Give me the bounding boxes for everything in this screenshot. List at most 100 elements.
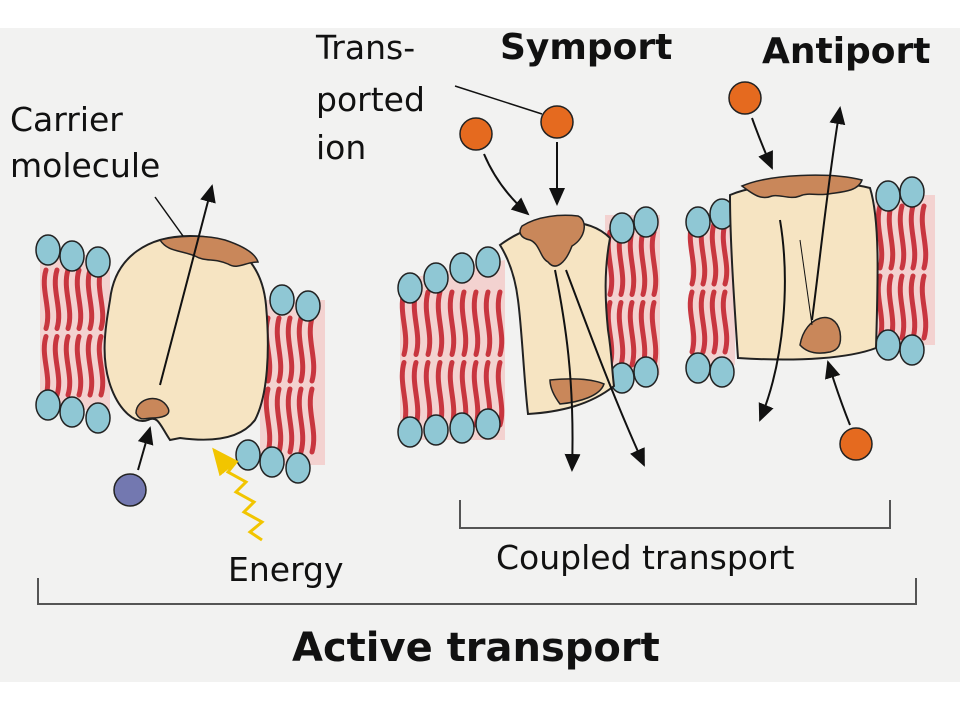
symport-in-arrow-a bbox=[483, 153, 530, 216]
ion-blue bbox=[113, 473, 147, 507]
label-active-transport: Active transport bbox=[292, 625, 660, 671]
lipid-head bbox=[709, 356, 735, 388]
lipid-head bbox=[875, 180, 901, 212]
lipid-tail bbox=[96, 334, 106, 398]
lipid-tail bbox=[296, 386, 306, 455]
label-molecule: molecule bbox=[10, 146, 161, 185]
lipid-tails-left bbox=[41, 267, 317, 455]
antiport-binding-top bbox=[740, 174, 863, 199]
lipid-tail bbox=[649, 229, 659, 297]
membrane-symport bbox=[397, 206, 660, 448]
lipid-tail bbox=[52, 334, 62, 398]
lipid-head bbox=[35, 234, 61, 266]
lipid-tail bbox=[285, 386, 295, 455]
antiport-protein bbox=[728, 106, 879, 422]
lipid-tail bbox=[471, 289, 481, 357]
lipid-head bbox=[397, 272, 423, 304]
lipid-tail bbox=[85, 267, 95, 331]
carrier-label-leader bbox=[154, 196, 184, 237]
antiport-binding-bottom bbox=[799, 316, 842, 354]
ion-symport-a bbox=[459, 117, 493, 151]
label-trans: Trans- bbox=[316, 28, 416, 67]
lipid-tail bbox=[687, 289, 697, 355]
antiport-divider bbox=[799, 239, 813, 326]
lipid-head bbox=[235, 439, 261, 471]
lipid-head bbox=[449, 412, 475, 444]
lipid-tail bbox=[897, 273, 907, 341]
lipid-tail bbox=[423, 289, 433, 357]
membrane-left bbox=[35, 234, 325, 484]
lipid-tail bbox=[307, 315, 317, 384]
label-symport: Symport bbox=[500, 27, 673, 68]
lipid-head bbox=[899, 334, 925, 366]
carrier-protein bbox=[103, 184, 269, 442]
label-energy: Energy bbox=[228, 550, 344, 589]
lipid-head bbox=[475, 408, 501, 440]
lipid-head bbox=[899, 176, 925, 208]
lipid-head bbox=[475, 246, 501, 278]
ion-symport-b bbox=[540, 105, 574, 139]
lipid-tail bbox=[74, 334, 84, 398]
lipid-head bbox=[423, 262, 449, 294]
lipid-tail bbox=[616, 300, 626, 368]
carrier-binding-top bbox=[158, 235, 260, 267]
carrier-body bbox=[103, 234, 269, 442]
energy-arrow bbox=[212, 447, 265, 542]
lipid-head bbox=[875, 329, 901, 361]
label-ported: ported bbox=[316, 80, 425, 119]
lipid-head bbox=[85, 246, 111, 278]
lipid-tail bbox=[63, 267, 73, 331]
lipid-head bbox=[59, 240, 85, 272]
lipid-tail bbox=[919, 273, 929, 341]
lipid-tail bbox=[74, 267, 84, 331]
antiport-up-arrow bbox=[825, 360, 851, 426]
coupled-transport-bracket bbox=[459, 500, 891, 529]
lipid-tail bbox=[274, 315, 284, 384]
label-carrier: Carrier bbox=[10, 100, 123, 139]
lipid-heads-antiport bbox=[685, 176, 925, 388]
lipid-head bbox=[449, 252, 475, 284]
lipid-head bbox=[35, 389, 61, 421]
symport-protein bbox=[498, 214, 645, 472]
lipid-tail bbox=[897, 203, 907, 271]
lipid-tail bbox=[85, 334, 95, 398]
lipid-heads-symport bbox=[397, 206, 659, 448]
lipid-tail bbox=[638, 229, 648, 297]
lipid-tail bbox=[495, 289, 505, 357]
lipid-tail bbox=[908, 203, 918, 271]
antiport-in-path bbox=[811, 106, 846, 321]
lipid-tail bbox=[274, 386, 284, 455]
label-antiport: Antiport bbox=[762, 31, 931, 72]
lipid-tail bbox=[459, 289, 469, 357]
lipid-head bbox=[633, 206, 659, 238]
lipid-head bbox=[685, 206, 711, 238]
symport-binding-top bbox=[519, 214, 585, 267]
lipid-tail bbox=[285, 315, 295, 384]
symport-binding-bottom bbox=[549, 378, 605, 405]
lipid-tail bbox=[41, 267, 51, 331]
lipid-head bbox=[295, 290, 321, 322]
lipid-tail bbox=[495, 360, 505, 428]
lipid-head bbox=[423, 414, 449, 446]
antiport-in-arrow bbox=[751, 117, 773, 170]
lipid-tail bbox=[709, 221, 719, 287]
lipid-tail bbox=[296, 315, 306, 384]
lipid-tail bbox=[698, 289, 708, 355]
lipid-heads-left bbox=[35, 234, 321, 484]
antiport-out-path bbox=[758, 219, 786, 422]
carrier-binding-bottom bbox=[135, 397, 170, 420]
lipid-tail bbox=[447, 289, 457, 357]
lipid-tail bbox=[649, 300, 659, 368]
label-ion: ion bbox=[316, 128, 367, 167]
lipid-tail bbox=[908, 273, 918, 341]
active-transport-bracket bbox=[37, 578, 917, 605]
lipid-head bbox=[633, 356, 659, 388]
lipid-tail bbox=[263, 386, 273, 455]
lipid-head bbox=[269, 284, 295, 316]
lipid-tail bbox=[709, 289, 719, 355]
carrier-path-arrow bbox=[159, 184, 216, 386]
lipid-head bbox=[59, 396, 85, 428]
lipid-head bbox=[685, 352, 711, 384]
